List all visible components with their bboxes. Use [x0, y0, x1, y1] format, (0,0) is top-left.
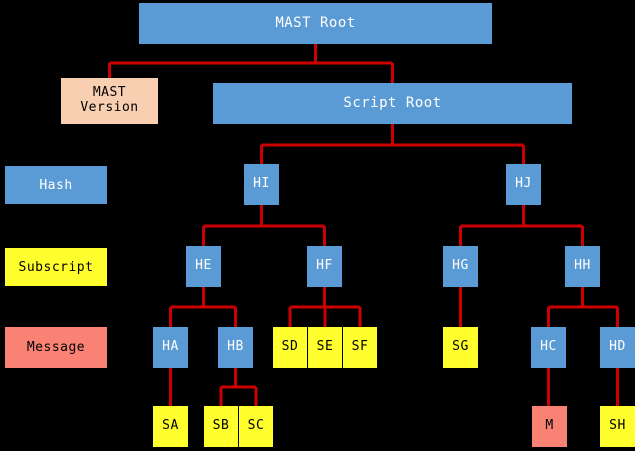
node-mast-root: MAST Root — [139, 3, 492, 44]
node-script-root: Script Root — [213, 83, 572, 124]
legend-item-hash: Hash — [5, 166, 107, 204]
node-ha: HA — [153, 327, 188, 368]
node-m: M — [532, 406, 567, 447]
node-sg: SG — [443, 327, 478, 368]
node-sd: SD — [273, 327, 307, 368]
node-mast-version: MAST Version — [61, 78, 158, 124]
node-sf: SF — [343, 327, 377, 368]
node-hi: HI — [244, 164, 279, 205]
node-se: SE — [308, 327, 342, 368]
node-hb: HB — [218, 327, 253, 368]
node-sb: SB — [204, 406, 238, 447]
node-he: HE — [186, 246, 221, 287]
legend-item-message: Message — [5, 327, 107, 368]
node-sc: SC — [239, 406, 273, 447]
node-hd: HD — [600, 327, 635, 368]
node-hh: HH — [565, 246, 600, 287]
node-sa: SA — [153, 406, 188, 447]
node-hg: HG — [443, 246, 478, 287]
node-hc: HC — [531, 327, 566, 368]
node-sh: SH — [600, 406, 635, 447]
node-hf: HF — [307, 246, 342, 287]
node-hj: HJ — [506, 164, 541, 205]
legend-item-subscript: Subscript — [5, 248, 107, 286]
